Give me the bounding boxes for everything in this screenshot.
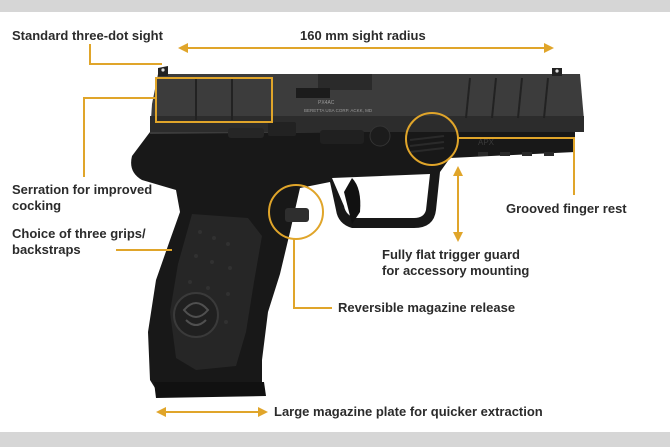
label-trigger-guard-line2: for accessory mounting: [382, 263, 530, 278]
pistol-diagram: PX4AC BERETTA USA CORP. ACKK, MD APX: [83, 43, 584, 417]
label-grips-line2: backstraps: [12, 242, 81, 257]
label-finger-rest: Grooved finger rest: [506, 201, 627, 216]
annotations: [83, 44, 575, 413]
finger-rest-leader-line: [458, 137, 575, 195]
diagram-frame: PX4AC BERETTA USA CORP. ACKK, MD APX: [0, 12, 670, 432]
takedown-button: [369, 125, 391, 147]
beretta-logo-icon: [182, 302, 210, 326]
grip-medallion: [173, 292, 219, 338]
label-serration-line1: Serration for improved: [12, 182, 153, 197]
rear-serrations: [195, 78, 233, 120]
trigger-arrowhead-bottom: [453, 232, 463, 242]
trigger-arrowhead-top: [453, 166, 463, 176]
slide-model-text: PX4AC: [318, 100, 335, 106]
label-three-dot-sight: Standard three-dot sight: [12, 28, 163, 43]
magazine-release-leader-line: [293, 239, 332, 309]
radius-arrowhead-right: [544, 43, 554, 53]
magazine-release-button: [285, 208, 309, 222]
rear-sight-dot: [161, 68, 165, 72]
arrowheads: [156, 43, 554, 417]
accessory-rail: [478, 152, 554, 156]
front-serrations: [465, 77, 549, 119]
frame-pin-panel: [320, 130, 364, 144]
slide-lower-edge: [150, 116, 584, 132]
extractor: [296, 88, 330, 98]
serration-leader-line: [83, 97, 156, 177]
label-sight-radius: 160 mm sight radius: [300, 28, 426, 43]
pistol-illustration: PX4AC BERETTA USA CORP. ACKK, MD APX: [131, 66, 584, 398]
plate-arrowhead-left: [156, 407, 166, 417]
front-sight-dot: [555, 69, 559, 73]
slide-maker-text: BERETTA USA CORP. ACKK, MD: [304, 108, 373, 113]
radius-arrowhead-left: [178, 43, 188, 53]
magazine-release-highlight-circle: [268, 184, 324, 240]
ejection-port: [318, 74, 372, 90]
takedown-lever: [228, 128, 264, 138]
trigger: [344, 178, 361, 224]
serration-highlight-box: [155, 77, 273, 123]
label-trigger-guard-line1: Fully flat trigger guard: [382, 247, 520, 262]
label-serration-line2: cocking: [12, 198, 62, 213]
magazine-plate: [154, 382, 266, 398]
label-magazine-plate: Large magazine plate for quicker extract…: [274, 404, 543, 419]
label-grips-line1: Choice of three grips/: [12, 226, 146, 241]
label-magazine-release: Reversible magazine release: [338, 300, 516, 315]
finger-rest-grooves: [409, 135, 445, 153]
frame-model-mark: APX: [478, 138, 495, 147]
plate-arrowhead-right: [258, 407, 268, 417]
sight-leader-line: [89, 44, 162, 65]
slide-stop: [268, 122, 296, 136]
